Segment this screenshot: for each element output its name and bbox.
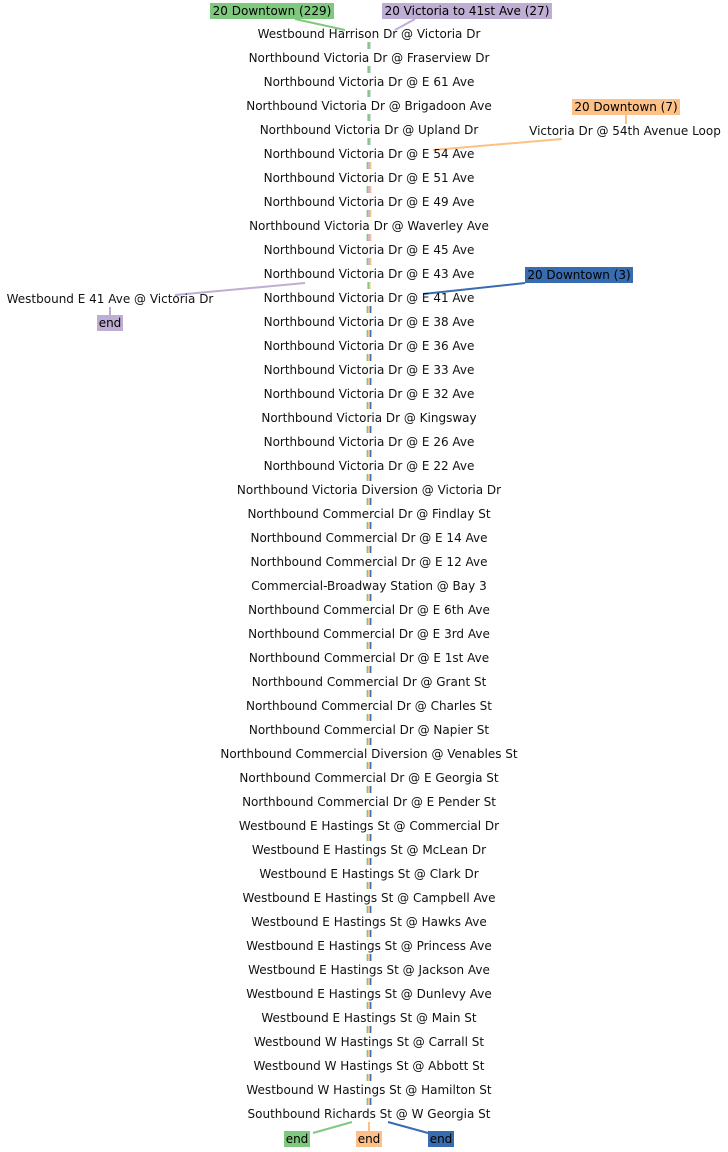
stop-label: Westbound E Hastings St @ Clark Dr bbox=[259, 867, 478, 881]
stop-label: Northbound Commercial Dr @ E 12 Ave bbox=[250, 555, 487, 569]
stop-label: Northbound Victoria Dr @ E 54 Ave bbox=[264, 147, 475, 161]
svg-text:end: end bbox=[286, 1132, 309, 1146]
stop-label: Northbound Commercial Dr @ Findlay St bbox=[247, 507, 490, 521]
stop-label: Westbound E Hastings St @ Commercial Dr bbox=[239, 819, 499, 833]
stop-labels: Westbound Harrison Dr @ Victoria Dr North… bbox=[220, 27, 518, 1121]
stop-label: Northbound Commercial Dr @ E Pender St bbox=[242, 795, 496, 809]
svg-text:end: end bbox=[99, 316, 122, 330]
stop-label: Northbound Victoria Dr @ E 45 Ave bbox=[264, 243, 475, 257]
stop-label: Northbound Commercial Dr @ Grant St bbox=[252, 675, 487, 689]
connector-end-3 bbox=[387, 1121, 429, 1134]
stop-label: Westbound E Hastings St @ Princess Ave bbox=[246, 939, 492, 953]
svg-text:20 Downtown (3): 20 Downtown (3) bbox=[527, 268, 630, 282]
stop-label: Northbound Commercial Dr @ Charles St bbox=[246, 699, 492, 713]
stop-label: Westbound E Hastings St @ Jackson Ave bbox=[248, 963, 490, 977]
branch-stop-victoria-loop: Victoria Dr @ 54th Avenue Loop bbox=[529, 124, 721, 138]
stop-label: Northbound Victoria Dr @ E 22 Ave bbox=[264, 459, 475, 473]
stop-label: Northbound Commercial Dr @ E 14 Ave bbox=[250, 531, 487, 545]
stop-label: Northbound Victoria Dr @ Fraserview Dr bbox=[249, 51, 490, 65]
stop-label: Northbound Commercial Dr @ E 1st Ave bbox=[249, 651, 489, 665]
stop-label: Westbound E Hastings St @ Hawks Ave bbox=[251, 915, 487, 929]
svg-text:end: end bbox=[430, 1132, 453, 1146]
stop-label: Northbound Victoria Dr @ E 49 Ave bbox=[264, 195, 475, 209]
stop-label: Westbound E Hastings St @ McLean Dr bbox=[252, 843, 486, 857]
connector-join-3 bbox=[422, 282, 526, 295]
trunk-lines bbox=[366, 42, 372, 1105]
stop-label: Northbound Commercial Dr @ E 6th Ave bbox=[248, 603, 490, 617]
svg-text:end: end bbox=[358, 1132, 381, 1146]
svg-text:20 Downtown (7): 20 Downtown (7) bbox=[574, 100, 677, 114]
stop-label: Westbound W Hastings St @ Hamilton St bbox=[246, 1083, 492, 1097]
stop-label: Westbound E Hastings St @ Campbell Ave bbox=[243, 891, 496, 905]
stop-label: Northbound Commercial Dr @ E Georgia St bbox=[239, 771, 498, 785]
end-badge-27: end bbox=[97, 315, 123, 331]
stop-label: Westbound E Hastings St @ Dunlevy Ave bbox=[246, 987, 492, 1001]
connector-start-27 bbox=[394, 18, 416, 31]
stop-label: Northbound Victoria Dr @ E 38 Ave bbox=[264, 315, 475, 329]
stop-label: Northbound Victoria Dr @ E 43 Ave bbox=[264, 267, 475, 281]
stop-label: Northbound Commercial Dr @ E 3rd Ave bbox=[248, 627, 490, 641]
stop-label: Northbound Victoria Dr @ Kingsway bbox=[261, 411, 476, 425]
connector-end-229 bbox=[312, 1121, 353, 1134]
connector-leave-27 bbox=[174, 282, 306, 296]
stop-label: Northbound Commercial Diversion @ Venabl… bbox=[220, 747, 518, 761]
stop-label: Northbound Victoria Dr @ E 26 Ave bbox=[264, 435, 475, 449]
stop-label: Northbound Victoria Dr @ Brigadoon Ave bbox=[246, 99, 492, 113]
route-badge-27: 20 Victoria to 41st Ave (27) bbox=[382, 3, 552, 19]
stop-label: Northbound Victoria Dr @ E 32 Ave bbox=[264, 387, 475, 401]
svg-text:20 Downtown (229): 20 Downtown (229) bbox=[213, 4, 332, 18]
route-badge-3: 20 Downtown (3) bbox=[525, 267, 633, 283]
stop-label: Southbound Richards St @ W Georgia St bbox=[248, 1107, 491, 1121]
connector-join-7 bbox=[432, 138, 563, 151]
connector-start-229 bbox=[294, 18, 346, 31]
stop-label: Northbound Commercial Dr @ Napier St bbox=[249, 723, 490, 737]
stop-label: Northbound Victoria Dr @ E 51 Ave bbox=[264, 171, 475, 185]
stop-label: Northbound Victoria Dr @ E 33 Ave bbox=[264, 363, 475, 377]
stop-label: Northbound Victoria Dr @ Waverley Ave bbox=[249, 219, 489, 233]
stop-label: Westbound W Hastings St @ Carrall St bbox=[254, 1035, 485, 1049]
stop-label: Northbound Victoria Dr @ E 36 Ave bbox=[264, 339, 475, 353]
stop-label: Westbound W Hastings St @ Abbott St bbox=[253, 1059, 484, 1073]
branch-connectors bbox=[109, 18, 627, 1134]
stop-label: Northbound Victoria Dr @ Upland Dr bbox=[260, 123, 479, 137]
stop-label: Northbound Victoria Diversion @ Victoria… bbox=[237, 483, 501, 497]
end-badge-7: end bbox=[356, 1131, 382, 1147]
stop-label: Northbound Victoria Dr @ E 61 Ave bbox=[264, 75, 475, 89]
stop-label: Westbound Harrison Dr @ Victoria Dr bbox=[258, 27, 481, 41]
end-badge-3: end bbox=[428, 1131, 454, 1147]
stop-label: Northbound Victoria Dr @ E 41 Ave bbox=[264, 291, 475, 305]
branch-stop-e41-ave: Westbound E 41 Ave @ Victoria Dr bbox=[7, 292, 214, 306]
stop-label: Westbound E Hastings St @ Main St bbox=[261, 1011, 476, 1025]
stop-label: Commercial-Broadway Station @ Bay 3 bbox=[251, 579, 486, 593]
svg-text:20 Victoria to 41st Ave (27): 20 Victoria to 41st Ave (27) bbox=[385, 4, 550, 18]
end-badge-229: end bbox=[284, 1131, 310, 1147]
route-badge-229: 20 Downtown (229) bbox=[210, 3, 334, 19]
route-badge-7: 20 Downtown (7) bbox=[572, 99, 680, 115]
